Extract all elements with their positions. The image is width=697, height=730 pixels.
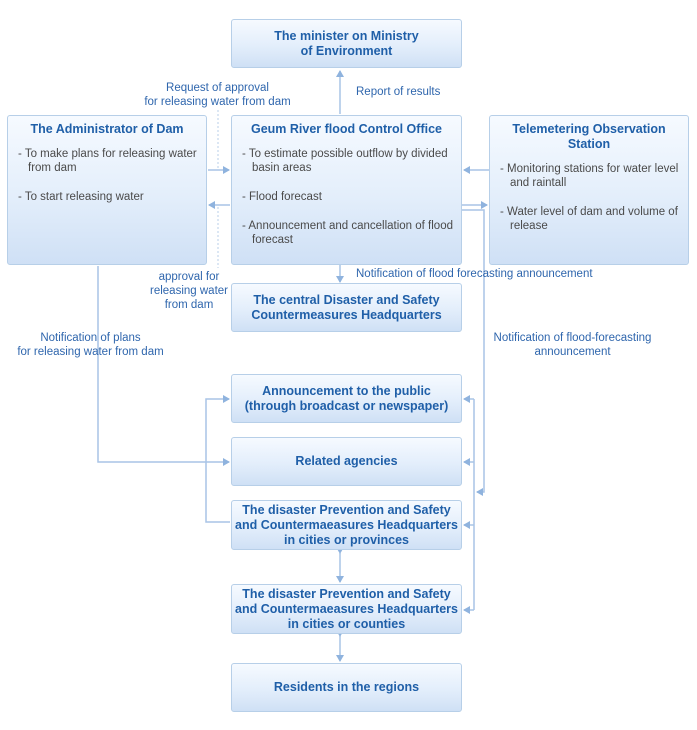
- telemetering-item: - Water level of dam and volume of relea…: [500, 206, 678, 232]
- label-notif-flood-forecasting-line2: announcement: [534, 346, 611, 358]
- admin-dam-item: - To make plans for releasing water from…: [18, 148, 197, 174]
- admin-dam-box: The Administrator of Dam - To make plans…: [7, 115, 207, 265]
- geum-office-box: Geum River flood Control Office - To est…: [231, 115, 462, 265]
- telemetering-title: Telemetering Observation Station: [512, 122, 666, 151]
- admin-dam-list: - To make plans for releasing water from…: [8, 147, 206, 219]
- telemetering-box: Telemetering Observation Station - Monit…: [489, 115, 689, 265]
- related-agencies-label: Related agencies: [295, 454, 398, 468]
- label-report-results: Report of results: [356, 86, 441, 98]
- label-notif-plans-line1: Notification of plans: [40, 332, 141, 344]
- central-hq-box: The central Disaster and Safety Counterm…: [231, 283, 462, 332]
- central-hq-line2: Countermeasures Headquarters: [251, 307, 442, 322]
- label-approval-line1: approval for: [158, 271, 220, 283]
- minister-line2: of Environment: [300, 43, 393, 58]
- announcement-line2: (through broadcast or newspaper): [244, 398, 449, 413]
- cities-provinces-box: The disaster Prevention and Safety and C…: [231, 500, 462, 550]
- admin-dam-title: The Administrator of Dam: [30, 122, 184, 136]
- label-approval: approval for releasing water from dam: [140, 270, 238, 312]
- telemetering-list: - Monitoring stations for water level an…: [490, 162, 688, 248]
- related-agencies-box: Related agencies: [231, 437, 462, 486]
- label-notif-plans-line2: for releasing water from dam: [17, 346, 164, 358]
- label-notif-flood-forecasting-line1: Notification of flood-forecasting: [493, 332, 652, 344]
- admin-dam-item: - To start releasing water: [18, 191, 144, 203]
- minister-box: The minister on Ministry of Environment: [231, 19, 462, 68]
- geum-office-title: Geum River flood Control Office: [251, 122, 442, 136]
- arrow-provinces-to-announcement: [205, 395, 230, 523]
- cities-provinces-line3: in cities or provinces: [283, 532, 410, 547]
- central-hq-line1: The central Disaster and Safety: [253, 292, 440, 307]
- cities-counties-line1: The disaster Prevention and Safety: [242, 586, 451, 601]
- label-notif-flood-forecasting: Notification of flood-forecasting announ…: [485, 331, 660, 359]
- announcement-line1: Announcement to the public: [262, 383, 431, 398]
- arrow-admin-to-related: [97, 266, 230, 466]
- geum-office-item: - To estimate possible outflow by divide…: [242, 148, 448, 174]
- minister-line1: The minister on Ministry: [274, 28, 419, 43]
- label-request-approval-line2: for releasing water from dam: [144, 96, 291, 108]
- telemetering-item: - Monitoring stations for water level an…: [500, 163, 679, 189]
- announcement-box: Announcement to the public (through broa…: [231, 374, 462, 423]
- label-request-approval-line1: Request of approval: [166, 82, 269, 94]
- cities-counties-line2: and Countermaeasures Headquarters: [235, 601, 458, 616]
- geum-office-list: - To estimate possible outflow by divide…: [232, 147, 461, 262]
- cities-provinces-line1: The disaster Prevention and Safety: [242, 502, 451, 517]
- label-notif-plans: Notification of plans for releasing wate…: [8, 331, 173, 359]
- geum-office-item: - Flood forecast: [242, 191, 322, 203]
- geum-office-item: - Announcement and cancellation of flood…: [242, 220, 453, 246]
- cities-counties-box: The disaster Prevention and Safety and C…: [231, 584, 462, 634]
- label-approval-line3: from dam: [164, 299, 214, 311]
- label-request-approval: Request of approval for releasing water …: [135, 81, 300, 109]
- residents-label: Residents in the regions: [273, 680, 420, 694]
- residents-box: Residents in the regions: [231, 663, 462, 712]
- cities-counties-line3: in cities or counties: [287, 616, 406, 631]
- label-approval-line2: releasing water: [150, 285, 228, 297]
- label-notif-flood-announcement: Notification of flood forecasting announ…: [356, 268, 593, 280]
- cities-provinces-line2: and Countermaeasures Headquarters: [235, 517, 458, 532]
- arrow-geum-to-provinces: [462, 209, 485, 496]
